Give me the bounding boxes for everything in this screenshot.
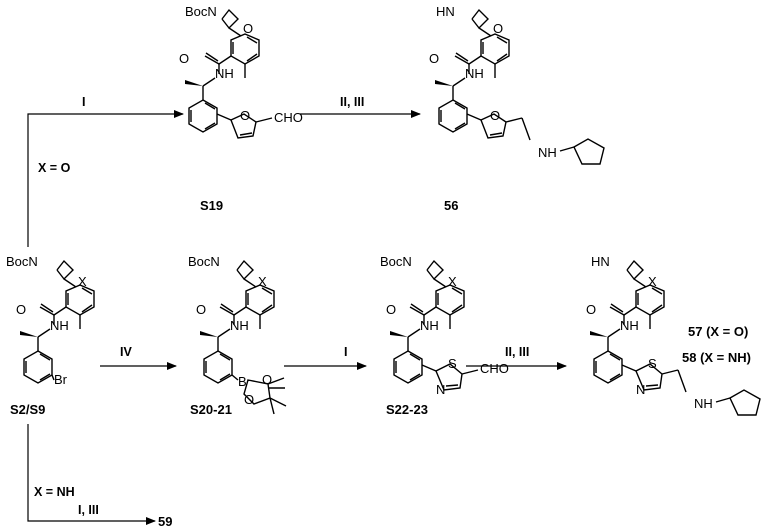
s22-carbonyl-o-label: O bbox=[386, 302, 396, 317]
s22-amide-nh-label: NH bbox=[420, 318, 439, 333]
compound-56-structure bbox=[434, 9, 605, 165]
compound-s20-21-structure bbox=[199, 260, 287, 415]
s20-bocn-label: BocN bbox=[188, 254, 220, 269]
condition-step-i-middle: I bbox=[344, 345, 347, 359]
s19-amide-nh-label: NH bbox=[215, 66, 234, 81]
arrow-route-x-eq-o bbox=[27, 110, 184, 247]
c57-hn-label: HN bbox=[591, 254, 610, 269]
s19-furan-o-label: O bbox=[240, 108, 250, 123]
s19-ether-o-label: O bbox=[243, 21, 253, 36]
s2s9-br-label: Br bbox=[54, 372, 68, 387]
c57-carbonyl-o-label: O bbox=[586, 302, 596, 317]
c56-hn-label: HN bbox=[436, 4, 455, 19]
s22-thiazole-s-label: S bbox=[448, 356, 457, 371]
c56-amide-nh-label: NH bbox=[465, 66, 484, 81]
s2s9-x-label: X bbox=[78, 274, 87, 289]
compound-label-56: 56 bbox=[444, 198, 458, 213]
compound-s19-structure bbox=[184, 9, 273, 139]
s19-carbonyl-o-label: O bbox=[179, 51, 189, 66]
condition-x-eq-nh: X = NH bbox=[34, 485, 75, 499]
condition-step-iv: IV bbox=[120, 345, 132, 359]
compound-label-s19: S19 bbox=[200, 198, 223, 213]
s20-boron-label: B bbox=[238, 374, 247, 389]
c57-amine-nh-label: NH bbox=[694, 396, 713, 411]
condition-step-i-top: I bbox=[82, 95, 85, 109]
c56-amine-nh-label: NH bbox=[538, 145, 557, 160]
condition-step-ii-iii-middle: II, III bbox=[505, 345, 529, 359]
s22-cho-label: CHO bbox=[480, 361, 509, 376]
condition-step-i-iii: I, III bbox=[78, 503, 99, 517]
c56-furan-o-label: O bbox=[490, 108, 500, 123]
s20-pin-o2-label: O bbox=[244, 392, 254, 407]
s22-thiazole-n-label: N bbox=[436, 382, 445, 397]
condition-x-eq-o: X = O bbox=[38, 161, 71, 175]
s19-cho-label: CHO bbox=[274, 110, 303, 125]
s2s9-amide-nh-label: NH bbox=[50, 318, 69, 333]
c57-thiazole-n-label: N bbox=[636, 382, 645, 397]
compound-label-59: 59 bbox=[158, 514, 172, 529]
compound-label-s22-23: S22-23 bbox=[386, 402, 428, 417]
compound-s22-23-structure bbox=[389, 260, 479, 391]
compound-label-58: 58 (X = NH) bbox=[682, 350, 751, 365]
compound-label-s20-21: S20-21 bbox=[190, 402, 232, 417]
s20-amide-nh-label: NH bbox=[230, 318, 249, 333]
c56-carbonyl-o-label: O bbox=[429, 51, 439, 66]
condition-step-ii-iii-top: II, III bbox=[340, 95, 364, 109]
s20-x-label: X bbox=[258, 274, 267, 289]
s2s9-carbonyl-o-label: O bbox=[16, 302, 26, 317]
c56-ether-o-label: O bbox=[493, 21, 503, 36]
s22-bocn-label: BocN bbox=[380, 254, 412, 269]
s2s9-bocn-label: BocN bbox=[6, 254, 38, 269]
compound-label-57: 57 (X = O) bbox=[688, 324, 748, 339]
c57-thiazole-s-label: S bbox=[648, 356, 657, 371]
arrow-route-x-eq-nh bbox=[27, 424, 156, 525]
s20-pin-o1-label: O bbox=[262, 372, 272, 387]
c57-x-label: X bbox=[648, 274, 657, 289]
s19-bocn-label: BocN bbox=[185, 4, 217, 19]
c57-amide-nh-label: NH bbox=[620, 318, 639, 333]
compound-label-s2-s9: S2/S9 bbox=[10, 402, 45, 417]
s22-x-label: X bbox=[448, 274, 457, 289]
compound-57-58-structure bbox=[589, 260, 761, 416]
s20-carbonyl-o-label: O bbox=[196, 302, 206, 317]
